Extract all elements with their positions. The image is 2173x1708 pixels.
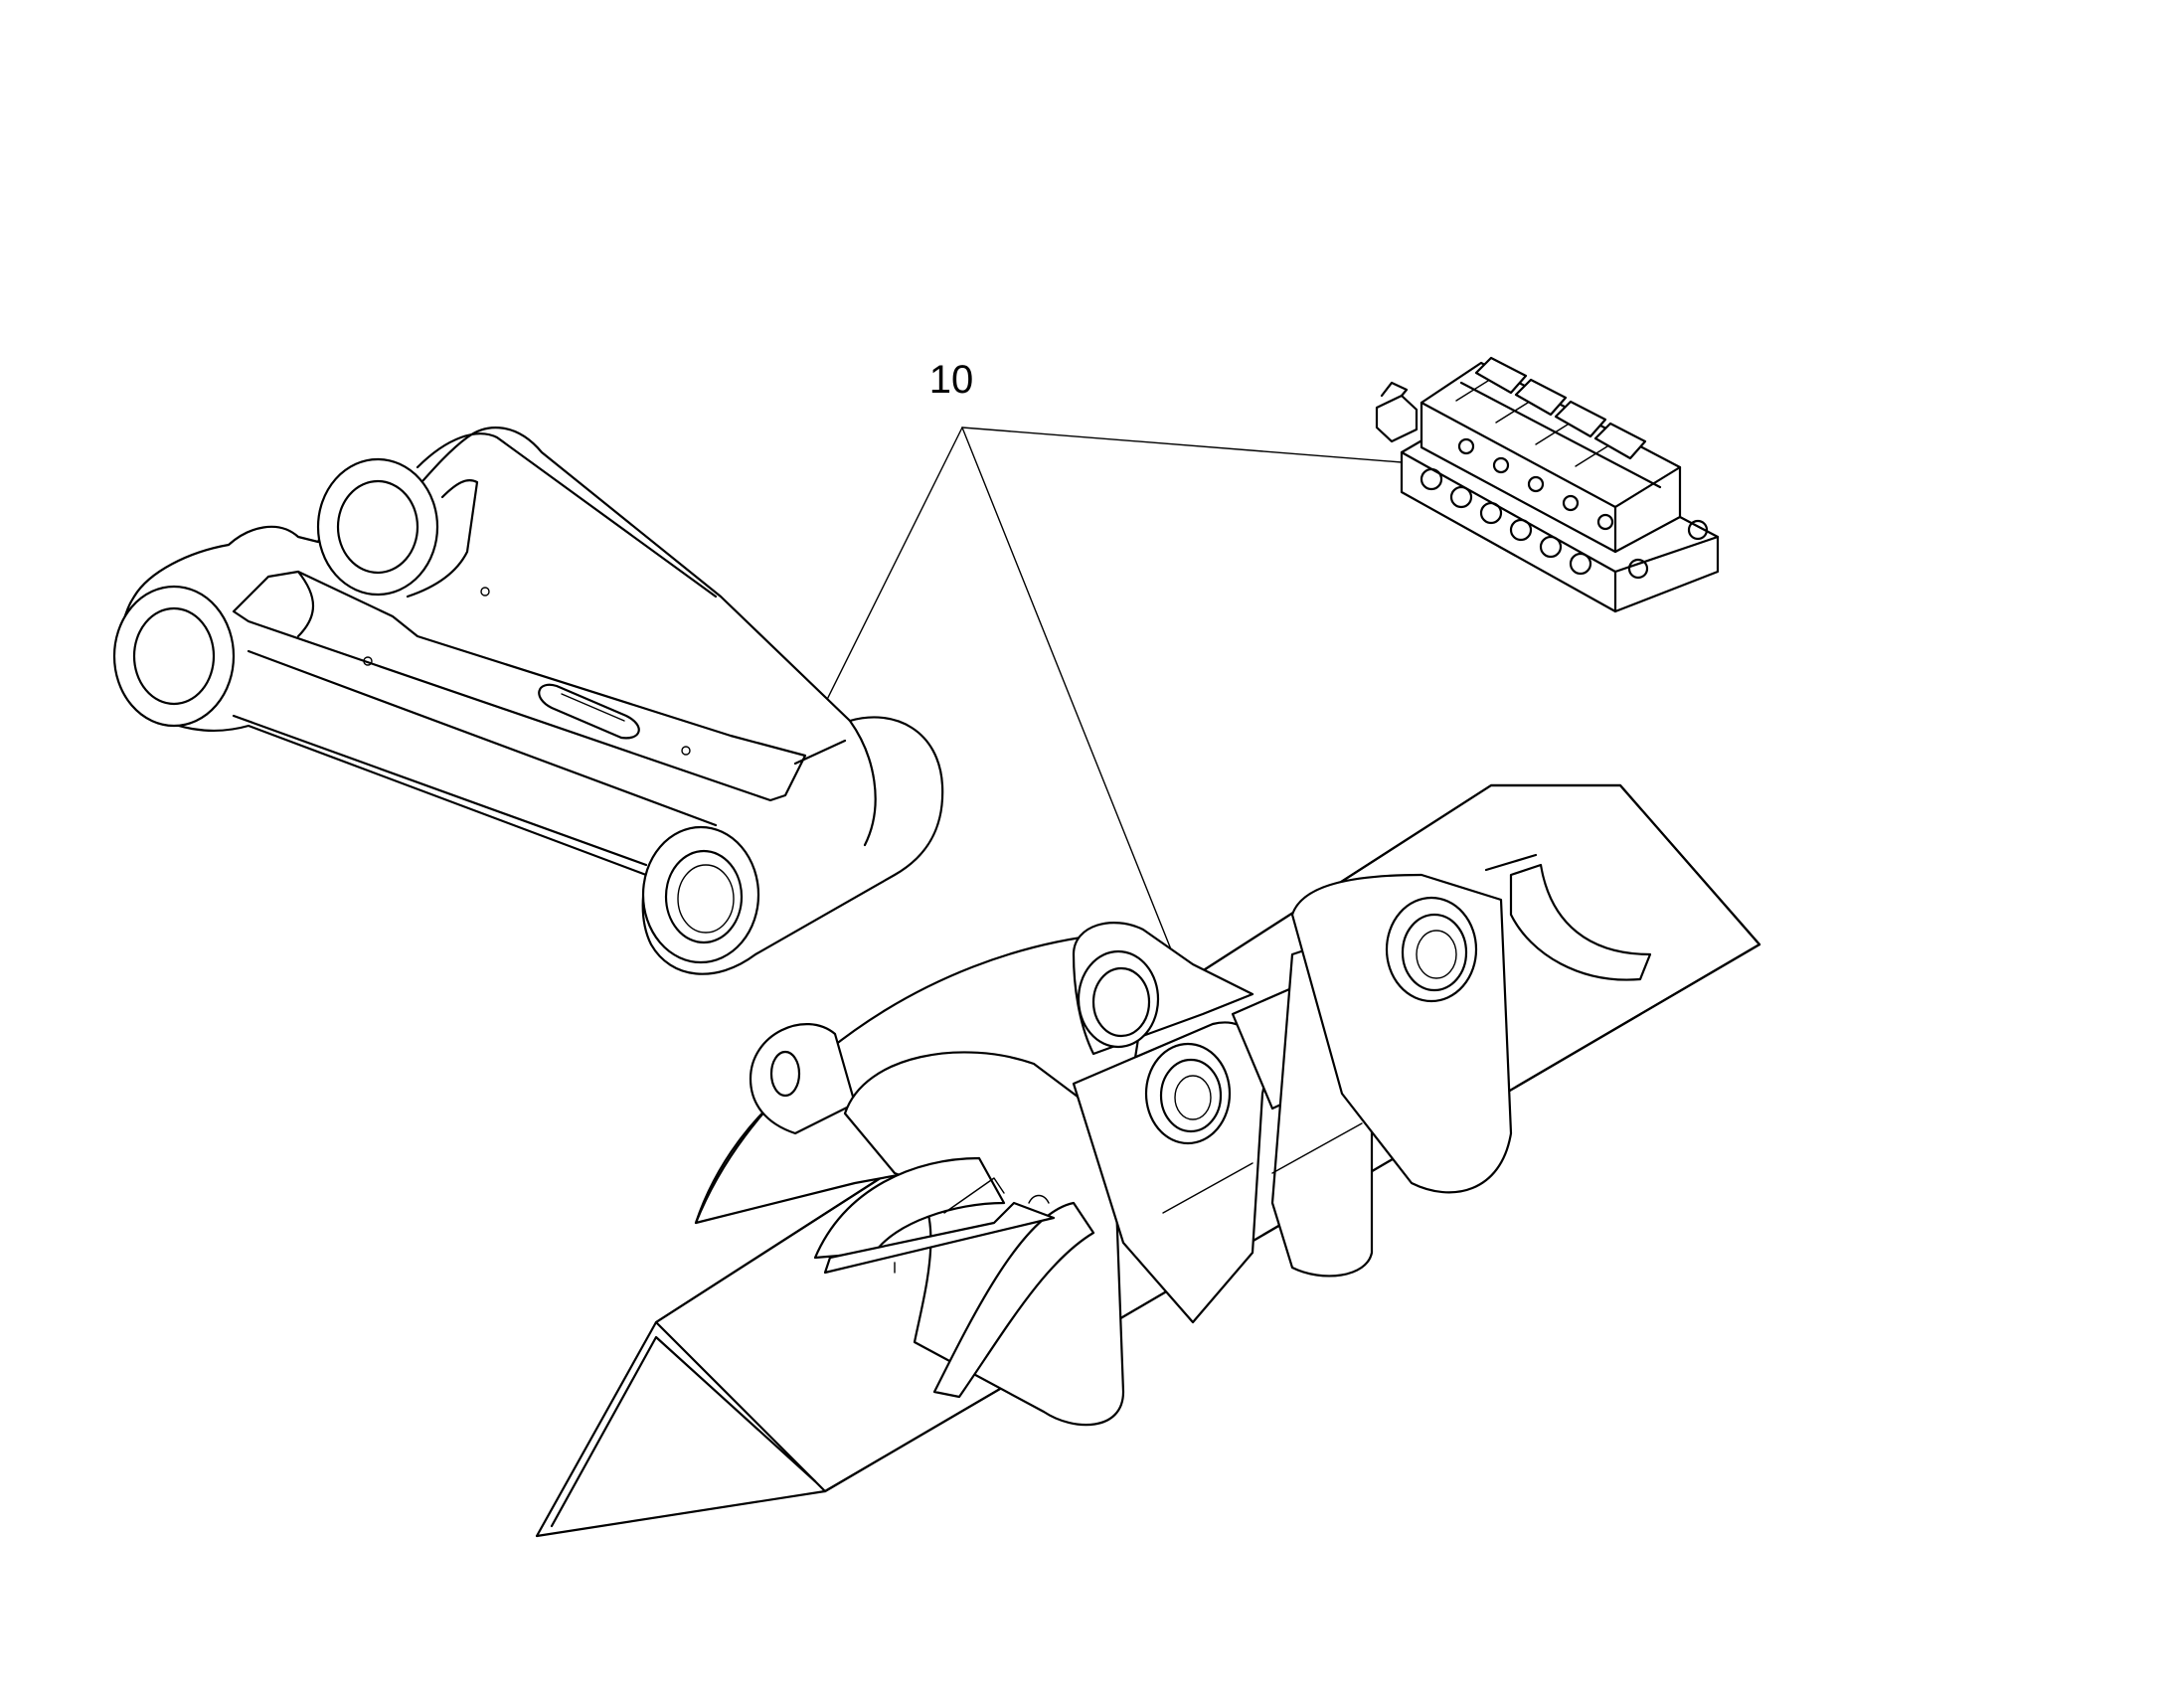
callout-number-label: 10	[928, 358, 974, 402]
excavator-arm-link-icon	[112, 427, 944, 975]
leader-line-valve	[961, 427, 1403, 463]
hydraulic-valve-block-icon	[1375, 356, 1720, 613]
ripper-bucket-icon	[535, 783, 1761, 1538]
leader-line-bucket	[961, 427, 1184, 980]
